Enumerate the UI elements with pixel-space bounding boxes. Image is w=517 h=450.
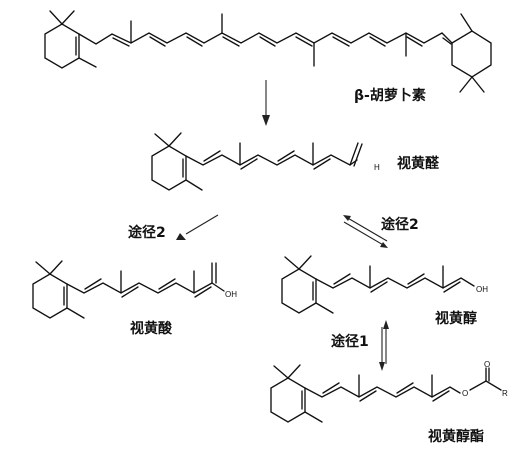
beta-carotene-label: β-胡萝卜素 — [354, 87, 426, 104]
retinol-label: 视黄醇 — [435, 310, 477, 327]
aldehyde-h-label: H — [374, 163, 380, 172]
alcohol-oh-label: OH — [476, 285, 488, 294]
ester-o-label: O — [462, 389, 468, 398]
pathway2-acid-label: 途径2 — [128, 224, 166, 241]
pathway2-retinol-label: 途径2 — [381, 216, 419, 233]
retinol-structure — [281, 255, 475, 314]
ester-carbonyl-o-label: O — [484, 360, 490, 369]
ester-r-label: R — [502, 389, 508, 398]
pathway1-label: 途径1 — [331, 333, 369, 350]
retinal-label: 视黄醛 — [397, 155, 440, 172]
retinal-structure — [151, 132, 363, 191]
retinoic-acid-structure — [32, 260, 225, 319]
acid-oh-label: OH — [225, 290, 237, 299]
beta-carotene-structure — [44, 10, 492, 93]
retinyl-ester-label: 视黄醇酯 — [428, 428, 484, 445]
arrow-retinol-ester — [379, 320, 389, 371]
arrow-retinal-to-acid — [176, 214, 219, 240]
arrow-carotene-to-retinal — [262, 80, 270, 126]
retinoic-acid-label: 视黄酸 — [130, 320, 173, 337]
retinyl-ester-structure — [270, 364, 502, 423]
arrow-retinal-retinol — [343, 215, 388, 248]
